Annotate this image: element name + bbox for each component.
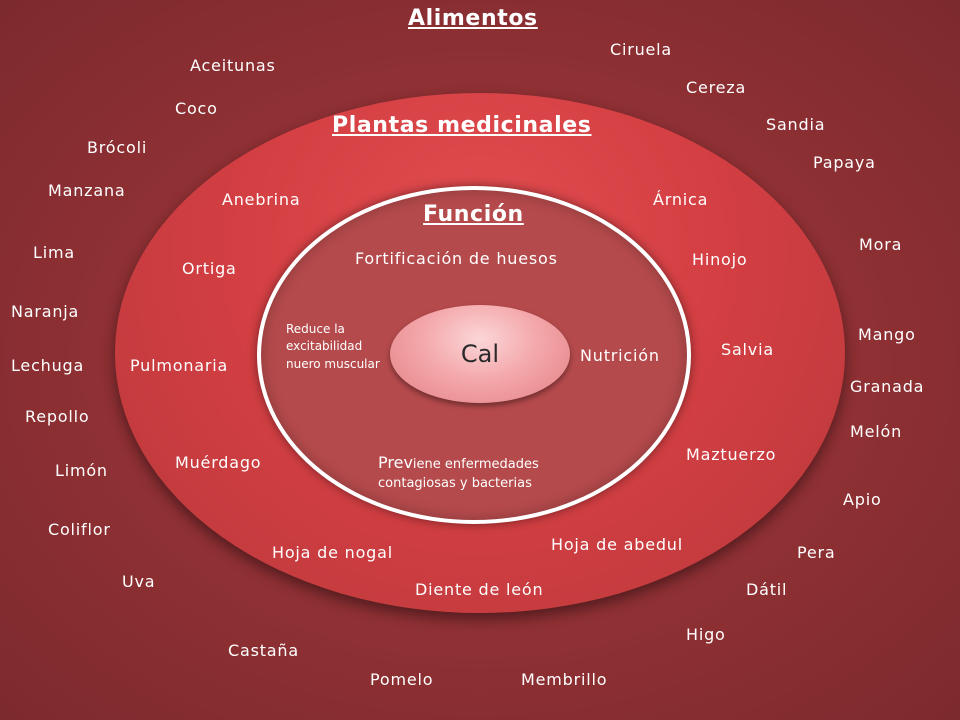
alimento-sandia: Sandia xyxy=(766,115,826,134)
alimento-mora: Mora xyxy=(859,235,903,254)
alimento-apio: Apio xyxy=(843,490,882,509)
alimento-brocoli: Brócoli xyxy=(87,138,148,157)
funcion-previene-rest: iene enfermedades xyxy=(412,457,539,472)
alimentos-title: Alimentos xyxy=(408,6,538,31)
funcion-title: Función xyxy=(423,202,524,227)
alimento-papaya: Papaya xyxy=(813,153,876,172)
planta-ortiga: Ortiga xyxy=(182,259,237,278)
planta-hinojo: Hinojo xyxy=(692,250,748,269)
funcion-reduce-line-1: Reduce la xyxy=(286,322,345,336)
funcion-previene: Previene enfermedades contagiosas y bact… xyxy=(378,451,539,494)
alimento-aceitunas: Aceitunas xyxy=(190,56,276,75)
funcion-previene-line-2: contagiosas y bacterias xyxy=(378,475,532,491)
alimento-naranja: Naranja xyxy=(11,302,80,321)
plantas-medicinales-title: Plantas medicinales xyxy=(332,113,592,138)
cal-label: Cal xyxy=(460,340,500,368)
alimento-pomelo: Pomelo xyxy=(370,670,434,689)
planta-hoja-nogal: Hoja de nogal xyxy=(272,543,393,562)
alimento-datil: Dátil xyxy=(746,580,788,599)
alimento-higo: Higo xyxy=(686,625,726,644)
planta-diente-leon: Diente de león xyxy=(415,580,544,599)
planta-anebrina: Anebrina xyxy=(222,190,301,209)
alimento-coco: Coco xyxy=(175,99,218,118)
cal-core: Cal xyxy=(390,305,570,403)
alimento-membrillo: Membrillo xyxy=(521,670,608,689)
alimento-limon: Limón xyxy=(55,461,108,480)
alimento-mango: Mango xyxy=(858,325,916,344)
alimento-ciruela: Ciruela xyxy=(610,40,673,59)
alimento-cereza: Cereza xyxy=(686,78,747,97)
funcion-previene-prefix: Prev xyxy=(378,453,413,472)
funcion-reduce-line-2: excitabilidad xyxy=(286,339,363,354)
funcion-ring xyxy=(257,186,691,524)
funcion-fortificacion: Fortificación de huesos xyxy=(355,249,558,268)
alimento-repollo: Repollo xyxy=(25,407,90,426)
planta-hoja-abedul: Hoja de abedul xyxy=(551,535,683,554)
alimento-lechuga: Lechuga xyxy=(11,356,85,375)
alimento-melon: Melón xyxy=(850,422,903,441)
alimento-granada: Granada xyxy=(850,377,925,396)
funcion-reduce: Reduce la excitabilidad nuero muscular xyxy=(286,321,380,373)
alimento-lima: Lima xyxy=(33,243,75,262)
funcion-reduce-line-3: nuero muscular xyxy=(286,356,380,371)
planta-pulmonaria: Pulmonaria xyxy=(130,356,229,375)
alimento-pera: Pera xyxy=(797,543,836,562)
alimento-castana: Castaña xyxy=(228,641,299,660)
alimento-uva: Uva xyxy=(122,572,156,591)
planta-salvia: Salvia xyxy=(721,340,774,359)
planta-arnica: Árnica xyxy=(653,190,709,209)
alimento-manzana: Manzana xyxy=(48,181,126,200)
alimento-coliflor: Coliflor xyxy=(48,520,111,539)
funcion-nutricion: Nutrición xyxy=(580,346,660,365)
planta-maztuerzo: Maztuerzo xyxy=(686,445,777,464)
planta-muerdago: Muérdago xyxy=(175,453,262,472)
